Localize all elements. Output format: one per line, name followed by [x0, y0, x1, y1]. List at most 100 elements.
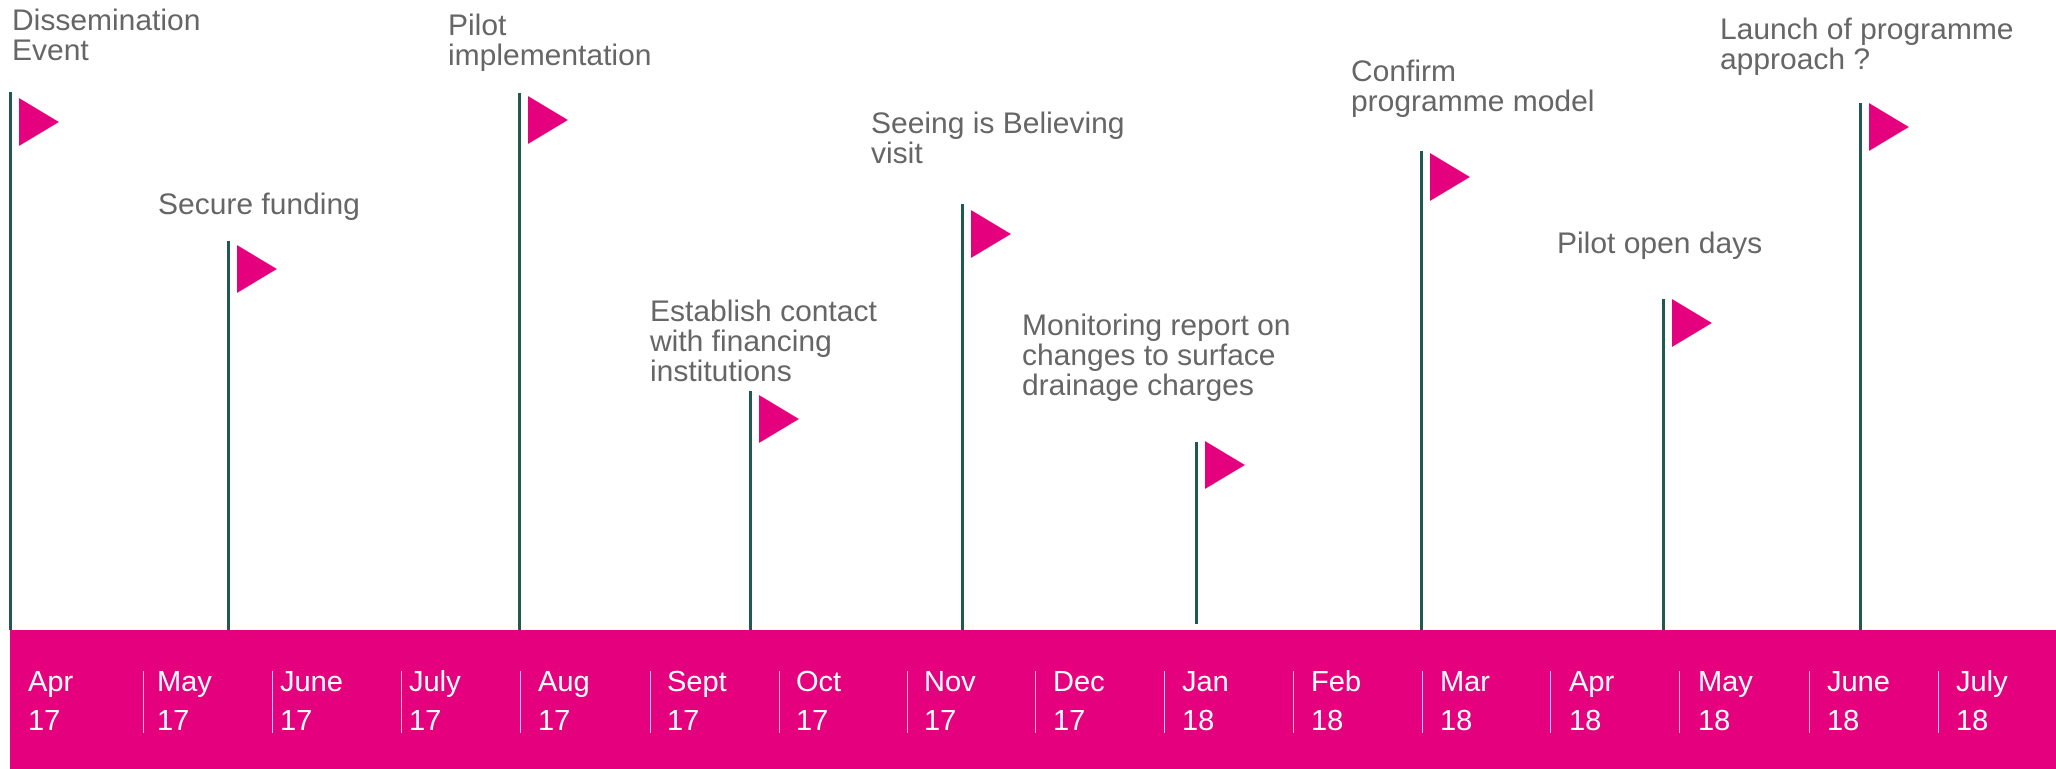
- milestone-pole: [9, 92, 12, 630]
- milestone-label-line: Seeing is Believing: [871, 107, 1125, 140]
- month-divider: [1035, 671, 1036, 733]
- month-year: 17: [280, 705, 313, 737]
- month-year: 18: [1569, 705, 1602, 737]
- month-name: May: [157, 666, 212, 698]
- month-label: May 18: [1698, 663, 1753, 741]
- month-label: May 17: [157, 663, 212, 741]
- month-divider: [1422, 671, 1423, 733]
- month-year: 17: [409, 705, 442, 737]
- month-year: 18: [1956, 705, 1989, 737]
- milestone-label-line: Monitoring report on: [1022, 309, 1291, 342]
- flag-icon: [237, 245, 277, 293]
- month-label: July 18: [1956, 663, 2008, 741]
- month-label: Mar 18: [1440, 663, 1490, 741]
- month-divider: [143, 671, 144, 733]
- milestone-label-line: approach ?: [1720, 43, 1871, 76]
- month-name: Feb: [1311, 666, 1361, 698]
- milestone-label-line: Event: [12, 34, 89, 67]
- month-name: July: [1956, 666, 2008, 698]
- month-label: Apr 17: [28, 663, 73, 741]
- milestone-pole: [1662, 299, 1665, 630]
- milestone-label-line: Pilot open days: [1557, 227, 1763, 260]
- month-divider: [1679, 671, 1680, 733]
- month-name: June: [280, 666, 343, 698]
- month-year: 17: [1053, 705, 1086, 737]
- month-label: Dec 17: [1053, 663, 1105, 741]
- month-label: Apr 18: [1569, 663, 1614, 741]
- flag-icon: [1205, 441, 1245, 489]
- month-name: Jan: [1182, 666, 1229, 698]
- flag-icon: [19, 98, 59, 146]
- milestone-label-line: programme model: [1351, 85, 1595, 118]
- milestone-label-line: Launch of programme: [1720, 13, 2014, 46]
- milestone-label-line: Dissemination: [12, 4, 201, 37]
- milestone-pole: [1195, 442, 1198, 624]
- month-year: 17: [538, 705, 571, 737]
- month-year: 17: [28, 705, 61, 737]
- month-name: Aug: [538, 666, 590, 698]
- flag-icon: [971, 210, 1011, 258]
- milestone-label-line: Secure funding: [158, 188, 360, 221]
- milestone-pole: [749, 391, 752, 630]
- month-year: 17: [796, 705, 829, 737]
- month-year: 17: [157, 705, 190, 737]
- month-divider: [907, 671, 908, 733]
- milestone-pole: [518, 93, 521, 630]
- month-name: May: [1698, 666, 1753, 698]
- month-label: June 17: [280, 663, 343, 741]
- month-year: 17: [924, 705, 957, 737]
- flag-icon: [528, 96, 568, 144]
- milestone-pole: [961, 204, 964, 630]
- month-divider: [1550, 671, 1551, 733]
- month-name: June: [1827, 666, 1890, 698]
- month-label: June 18: [1827, 663, 1890, 741]
- milestone-label: Pilot open days: [1557, 229, 1762, 259]
- milestone-label-line: institutions: [650, 355, 792, 388]
- month-name: Apr: [1569, 666, 1615, 698]
- flag-icon: [1869, 103, 1909, 151]
- month-label: Aug 17: [538, 663, 590, 741]
- flag-icon: [1672, 299, 1712, 347]
- milestone-pole: [1420, 151, 1423, 630]
- month-year: 18: [1827, 705, 1860, 737]
- month-divider: [1164, 671, 1165, 733]
- month-year: 18: [1311, 705, 1344, 737]
- month-divider: [1293, 671, 1294, 733]
- month-name: Mar: [1440, 666, 1490, 698]
- month-label: July 17: [409, 663, 461, 741]
- month-label: Jan 18: [1182, 663, 1229, 741]
- month-year: 18: [1182, 705, 1215, 737]
- month-year: 18: [1698, 705, 1731, 737]
- month-name: Sept: [667, 666, 727, 698]
- month-name: Nov: [924, 666, 976, 698]
- milestone-label-line: drainage charges: [1022, 369, 1254, 402]
- milestone-label-line: implementation: [448, 39, 652, 72]
- month-divider: [520, 671, 521, 733]
- month-divider: [401, 671, 402, 733]
- month-divider: [779, 671, 780, 733]
- month-name: Apr: [28, 666, 74, 698]
- flag-icon: [759, 395, 799, 443]
- flag-icon: [1430, 153, 1470, 201]
- month-name: Oct: [796, 666, 842, 698]
- month-year: 18: [1440, 705, 1473, 737]
- month-label: Feb 18: [1311, 663, 1361, 741]
- milestone-pole: [1859, 103, 1862, 630]
- month-label: Oct 17: [796, 663, 841, 741]
- month-year: 17: [667, 705, 700, 737]
- milestone-pole: [227, 241, 230, 630]
- milestone-label-line: visit: [871, 137, 923, 170]
- month-name: Dec: [1053, 666, 1105, 698]
- month-label: Nov 17: [924, 663, 976, 741]
- month-label: Sept 17: [667, 663, 727, 741]
- month-name: July: [409, 666, 461, 698]
- milestone-label-line: changes to surface: [1022, 339, 1276, 372]
